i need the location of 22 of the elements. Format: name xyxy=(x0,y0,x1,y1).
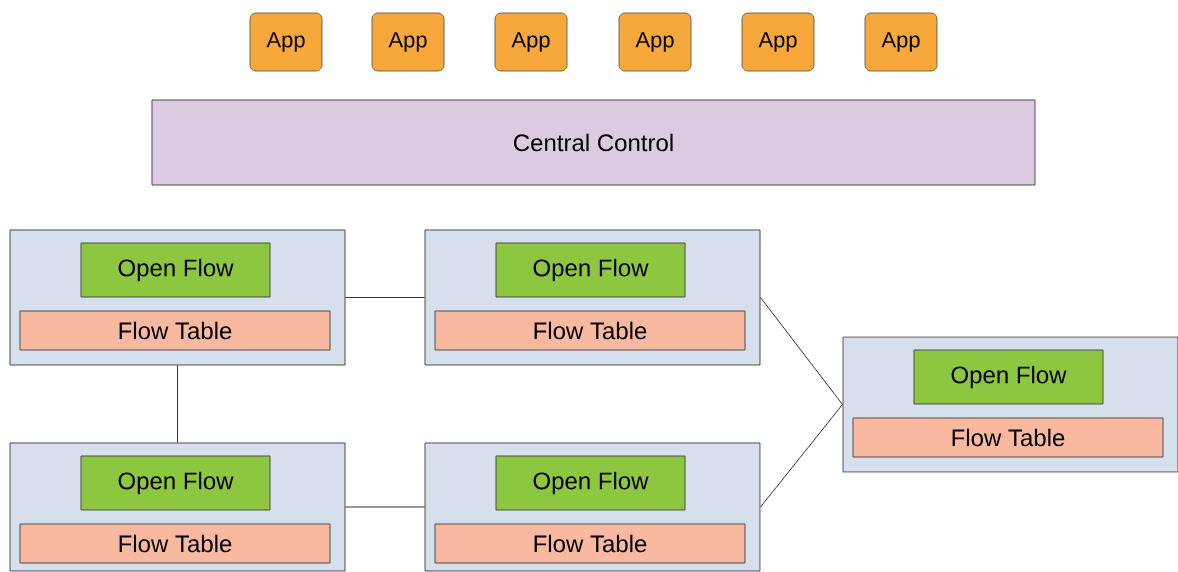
flow-table-box: Flow Table xyxy=(19,310,331,351)
connector-line xyxy=(760,404,843,508)
open-flow-box: Open Flow xyxy=(80,455,271,511)
central-control-box: Central Control xyxy=(151,99,1036,186)
flow-table-box: Flow Table xyxy=(19,523,331,564)
app-box: App xyxy=(741,12,815,72)
flow-table-box: Flow Table xyxy=(852,417,1164,458)
app-box: App xyxy=(618,12,692,72)
connector-line xyxy=(177,365,178,443)
app-box: App xyxy=(864,12,938,72)
flow-table-box: Flow Table xyxy=(434,310,746,351)
app-box: App xyxy=(494,12,568,72)
open-flow-box: Open Flow xyxy=(913,349,1104,405)
app-box: App xyxy=(249,12,323,72)
connector-line xyxy=(345,297,425,298)
connector-line xyxy=(760,297,843,405)
open-flow-box: Open Flow xyxy=(495,242,686,298)
open-flow-box: Open Flow xyxy=(495,455,686,511)
open-flow-box: Open Flow xyxy=(80,242,271,298)
connector-line xyxy=(345,506,425,508)
flow-table-box: Flow Table xyxy=(434,523,746,564)
app-box: App xyxy=(371,12,445,72)
